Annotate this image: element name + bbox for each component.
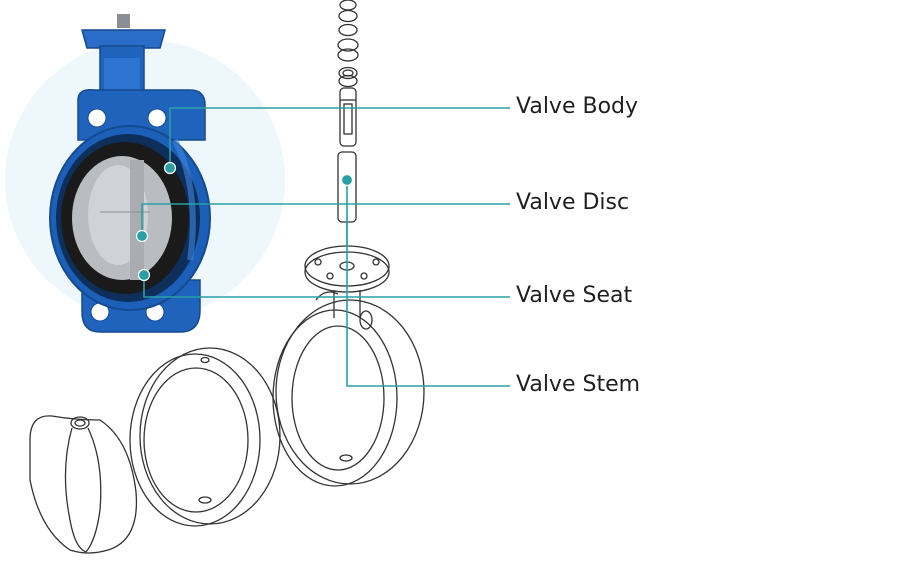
leader-valve-body	[169, 107, 510, 168]
leader-valve-disc	[141, 203, 510, 236]
dot-valve-seat	[137, 268, 151, 282]
label-valve-disc: Valve Disc	[516, 190, 630, 215]
dot-valve-disc	[135, 229, 149, 243]
seat-ring-lineart	[129, 347, 281, 527]
leader-lines	[141, 107, 510, 387]
assembled-valve-image	[49, 14, 211, 333]
packing-rings	[337, 0, 359, 88]
dot-valve-stem	[340, 173, 354, 187]
label-valve-stem: Valve Stem	[516, 372, 641, 397]
upper-stem	[339, 87, 357, 147]
label-valve-body: Valve Body	[516, 94, 639, 119]
body-ring-lineart	[272, 291, 425, 487]
label-valve-seat: Valve Seat	[516, 283, 633, 308]
dot-valve-body	[163, 161, 177, 175]
leader-dots	[135, 161, 354, 282]
disc-lineart	[29, 415, 138, 554]
leader-valve-stem	[346, 180, 510, 387]
leader-valve-seat	[143, 275, 510, 298]
